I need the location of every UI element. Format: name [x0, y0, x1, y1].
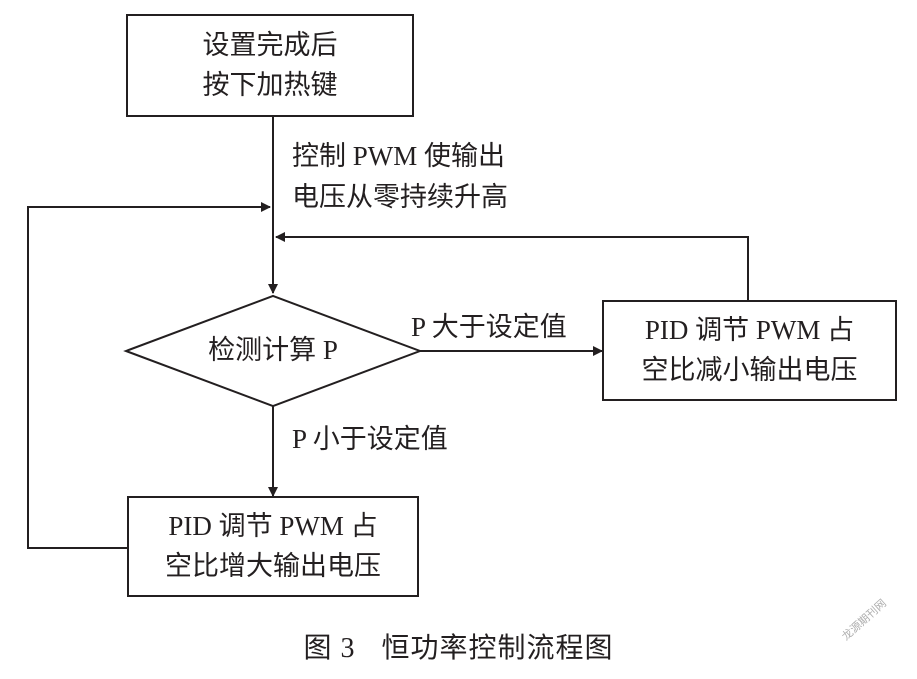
start-box-text: 设置完成后 按下加热键 — [127, 25, 413, 105]
decrease-box — [602, 300, 897, 401]
start-line-1: 设置完成后 — [202, 30, 338, 60]
edge-label-start-line-2: 电压从零持续升高 — [292, 182, 508, 212]
decrease-line-1: PID 调节 PWM 占 — [644, 315, 855, 345]
start-line-2: 按下加热键 — [202, 70, 338, 100]
edge-label-p-greater: P 大于设定值 — [411, 312, 567, 342]
edge-increase-feedback — [27, 202, 271, 549]
increase-box-text: PID 调节 PWM 占 空比增大输出电压 — [128, 506, 418, 586]
edge-label-start-line-1: 控制 PWM 使输出 — [292, 141, 506, 171]
increase-line-2: 空比增大输出电压 — [165, 551, 381, 581]
increase-line-1: PID 调节 PWM 占 — [168, 511, 378, 541]
edge-decrease-feedback — [275, 232, 749, 301]
detect-label: 检测计算 P — [208, 335, 338, 365]
figure-number: 图 3 — [303, 633, 356, 664]
decrease-box-text: PID 调节 PWM 占 空比减小输出电压 — [603, 310, 896, 390]
edge-label-p-less: P 小于设定值 — [292, 424, 448, 454]
decrease-line-2: 空比减小输出电压 — [641, 355, 858, 385]
figure-title: 恒功率控制流程图 — [381, 633, 614, 664]
figure-caption: 图 3 恒功率控制流程图 — [0, 626, 917, 666]
start-box — [126, 14, 414, 117]
increase-box — [127, 496, 419, 597]
